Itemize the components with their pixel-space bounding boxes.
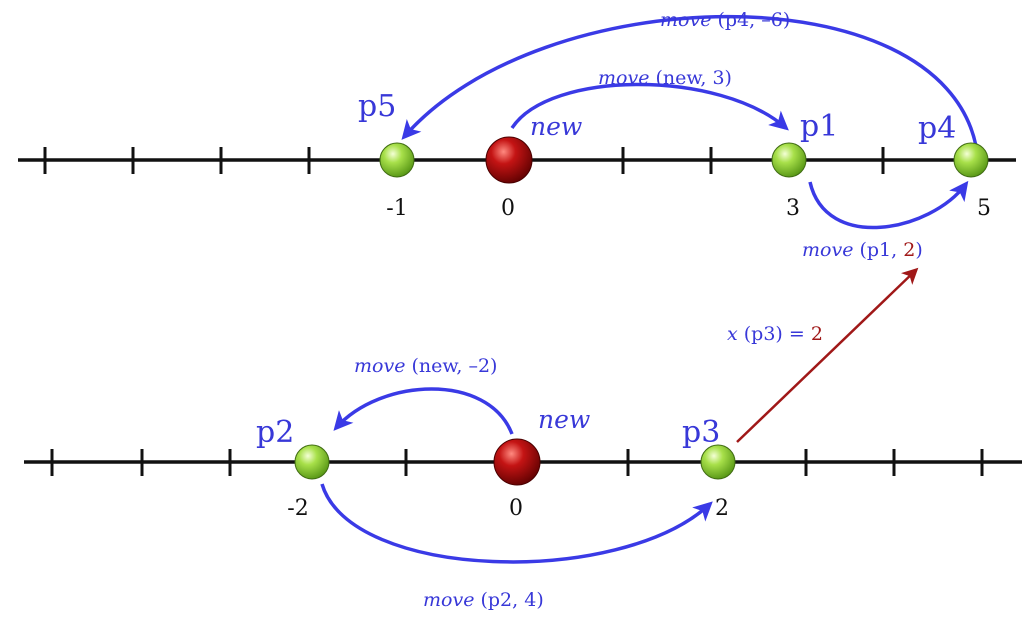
- move-label-p2: move (p2, 4): [423, 589, 544, 611]
- value-p3: 2: [715, 496, 729, 521]
- point-p4: [953, 142, 989, 178]
- value-p1: 3: [786, 196, 800, 221]
- arrow-move-new: [510, 82, 789, 131]
- arrow-move-new-bottom: [333, 387, 514, 435]
- label-p4: p4: [918, 111, 956, 146]
- point-new-top: [485, 136, 533, 184]
- arrow-move-p2: [320, 483, 713, 564]
- point-p2: [294, 444, 330, 480]
- label-new-bottom: new: [538, 405, 590, 434]
- value-new-top: 0: [501, 196, 515, 221]
- value-p5: -1: [386, 196, 407, 221]
- arrow-move-p4: [401, 15, 978, 147]
- label-p1: p1: [800, 109, 838, 144]
- move-label-new-top: move (new, 3): [598, 67, 732, 89]
- point-p5: [379, 142, 415, 178]
- label-new-top: new: [530, 112, 582, 141]
- label-p2: p2: [256, 415, 294, 450]
- point-p3: [700, 444, 736, 480]
- move-label-p1: move (p1, 2): [802, 239, 923, 261]
- value-new-bottom: 0: [509, 496, 523, 521]
- query-label: x (p3) = 2: [727, 323, 823, 345]
- label-p5: p5: [358, 89, 396, 124]
- arrow-move-p1: [808, 180, 969, 230]
- move-label-p4: move (p4, –6): [660, 9, 790, 31]
- number-line-bottom: p2 new p3 -2 0 2 move (new, –2) move (p2…: [24, 355, 1022, 611]
- move-label-new-bottom: move (new, –2): [354, 355, 497, 377]
- point-new-bottom: [493, 438, 541, 486]
- value-p2: -2: [287, 496, 308, 521]
- query-x-p3: x (p3) = 2: [727, 267, 919, 443]
- arrow-query: [736, 267, 919, 443]
- label-p3: p3: [682, 415, 720, 450]
- point-p1: [771, 142, 807, 178]
- number-line-top: p5 new p1 p4 -1 0 3 5 move (p4, –6) move…: [18, 9, 1016, 261]
- value-p4: 5: [977, 196, 991, 221]
